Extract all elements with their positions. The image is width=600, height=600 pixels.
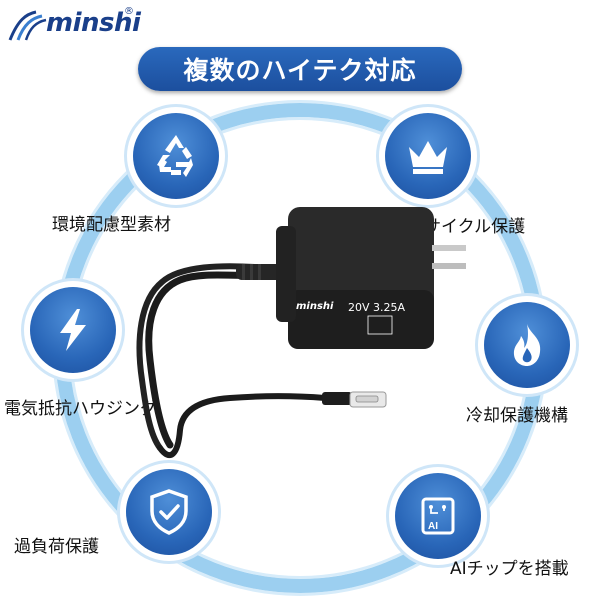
adapter-brand-label: minshi [296,301,334,312]
brand-name: minshi [46,8,141,38]
crown-icon [385,113,471,199]
brand-swoosh-icon [8,10,47,41]
feature-label-cooling: 冷却保護機構 [466,406,568,426]
flame-icon [484,302,570,388]
page-title: 複数のハイテク対応 [138,47,462,91]
registered-mark: ® [124,6,134,17]
feature-label-ai-chip: AIチップを搭載 [450,559,569,579]
feature-label-eco: 環境配慮型素材 [52,215,171,235]
recycle-icon [133,113,219,199]
svg-text:AI: AI [428,521,438,532]
brand-logo: minshi ® [8,6,141,42]
feature-label-housing: 電気抵抗ハウジング [4,399,157,419]
adapter-rating-label: 20V 3.25A [348,301,406,314]
ai-chip-icon: AI [395,473,481,559]
lightning-icon [30,287,116,373]
shield-check-icon [126,469,212,555]
feature-label-overload: 過負荷保護 [14,537,99,557]
